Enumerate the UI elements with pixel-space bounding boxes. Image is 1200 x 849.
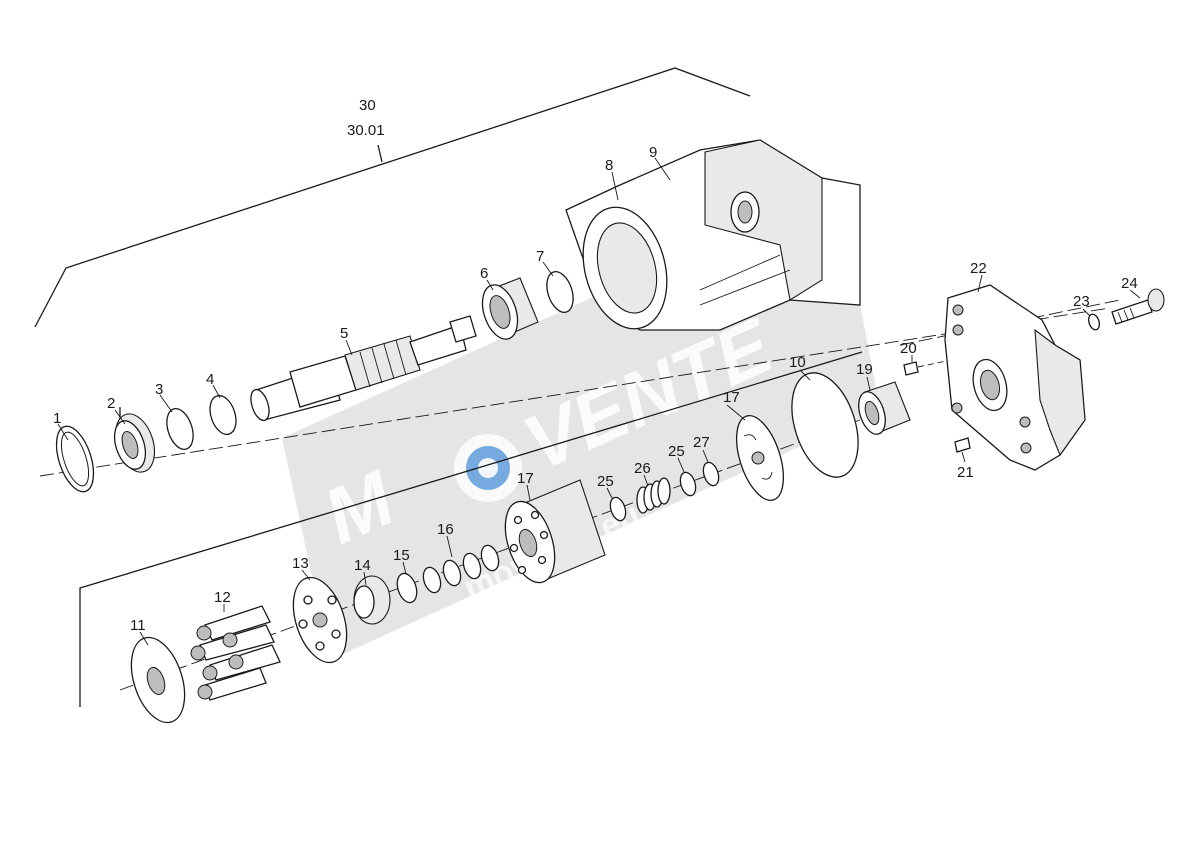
part-21-pin <box>954 437 971 453</box>
upper-axis <box>39 307 1111 477</box>
part-14-ball-guide <box>353 575 391 625</box>
assembly-bracket <box>34 67 751 328</box>
callout-30-01: 30.01 <box>347 122 385 139</box>
callout-15: 15 <box>393 547 410 564</box>
callout-3: 3 <box>155 381 163 398</box>
part-8-9-housing <box>565 139 861 331</box>
part-25-ring-b <box>679 471 697 497</box>
callout-26: 26 <box>634 460 651 477</box>
part-17-cylinder-block <box>504 479 606 584</box>
callout-24: 24 <box>1121 275 1138 292</box>
part-13-retaining-plate <box>292 576 348 664</box>
part-24-screw <box>1111 288 1165 325</box>
callout-23: 23 <box>1073 293 1090 310</box>
callout-20: 20 <box>900 340 917 357</box>
leader-lines <box>57 157 1141 646</box>
part-10-oring <box>791 372 859 478</box>
callout-1: 1 <box>53 410 61 427</box>
callout-13: 13 <box>292 555 309 572</box>
callout-11: 11 <box>130 617 146 634</box>
part-23-washer <box>1087 313 1101 331</box>
callout-5: 5 <box>340 325 348 342</box>
callout-4: 4 <box>206 371 214 388</box>
part-17-valve-plate <box>735 415 785 501</box>
part-1-circlip <box>55 425 95 493</box>
callout-17-upper: 17 <box>723 389 740 406</box>
part-6-bearing <box>481 277 539 340</box>
callout-labels: 30 30.01 1 2 3 4 5 6 7 8 9 10 11 12 13 1… <box>53 97 1138 634</box>
part-27-circlip <box>702 461 720 487</box>
callout-10: 10 <box>789 354 806 371</box>
callout-19: 19 <box>856 361 873 378</box>
callout-27: 27 <box>693 434 710 451</box>
callout-7: 7 <box>536 248 544 265</box>
part-3-oring <box>166 408 194 450</box>
callout-9: 9 <box>649 144 657 161</box>
callout-17-lower: 17 <box>517 470 534 487</box>
callout-12: 12 <box>214 589 231 606</box>
callout-6: 6 <box>480 265 488 282</box>
part-12-pistons <box>190 605 281 701</box>
callout-25-lower: 25 <box>597 473 614 490</box>
callout-16: 16 <box>437 521 454 538</box>
callout-21: 21 <box>957 464 974 481</box>
part-4-shim <box>209 394 237 436</box>
part-22-end-cover <box>944 284 1086 471</box>
part-15-ring <box>396 572 418 604</box>
part-11-plate <box>130 636 186 724</box>
callout-22: 22 <box>970 260 987 277</box>
part-19-needle-bearing <box>858 381 911 435</box>
callout-2: 2 <box>107 395 115 412</box>
part-26-spring <box>636 477 671 514</box>
callout-14: 14 <box>354 557 371 574</box>
callout-8: 8 <box>605 157 613 174</box>
part-7-circlip <box>546 271 574 313</box>
part-2-seal <box>113 413 156 473</box>
callout-25-upper: 25 <box>668 443 685 460</box>
part-16-washers <box>422 544 500 594</box>
part-5-shaft <box>250 315 477 422</box>
part-25-ring-a <box>609 496 627 522</box>
callout-30: 30 <box>359 97 376 114</box>
